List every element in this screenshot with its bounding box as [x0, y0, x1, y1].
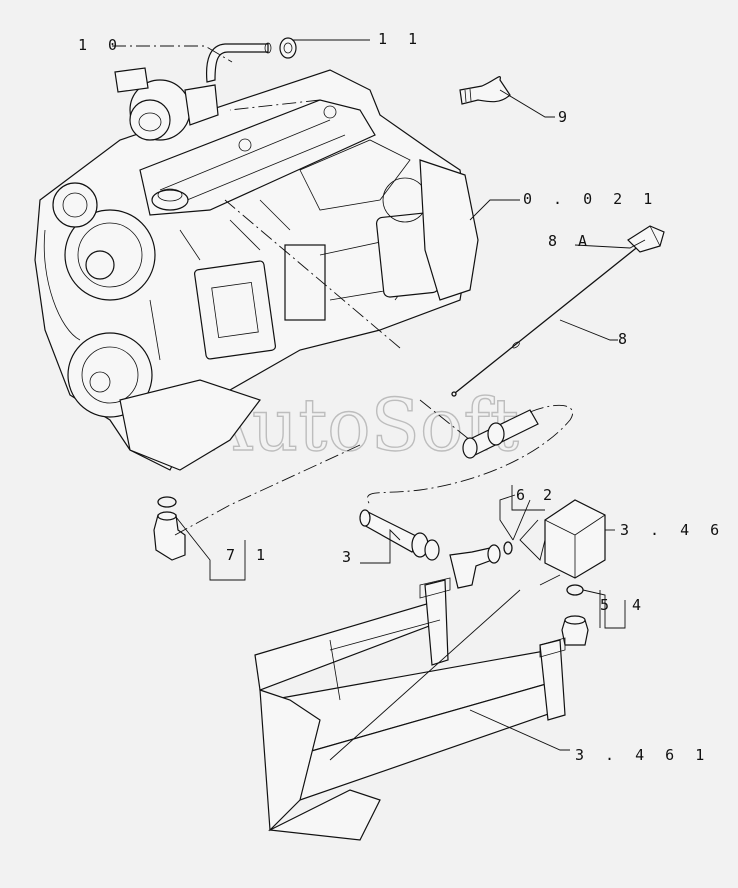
callout-2[interactable]: 2: [543, 486, 558, 504]
breather-hose-part-10[interactable]: [205, 42, 272, 83]
callout-3-461-upper[interactable]: 3 . 4 6 1: [620, 521, 738, 539]
callout-5[interactable]: 5: [600, 596, 615, 614]
callout-6[interactable]: 6: [516, 486, 531, 504]
engine-assembly[interactable]: [34, 67, 479, 471]
seal-ring-part-5[interactable]: [566, 584, 584, 596]
turbocharger: [114, 67, 219, 141]
oil-cooler-block-3-461[interactable]: [544, 499, 606, 579]
dipstick-part-8[interactable]: [451, 225, 665, 397]
callout-4[interactable]: 4: [632, 596, 647, 614]
seal-ring-part-6[interactable]: [503, 541, 513, 555]
elbow-fitting-part-9[interactable]: [459, 76, 511, 105]
leader-lines: [112, 39, 646, 761]
clamp-part-11[interactable]: [279, 37, 297, 59]
callout-7[interactable]: 7: [226, 546, 241, 564]
frame-rails: [254, 577, 566, 841]
callout-8a[interactable]: 8 A: [548, 232, 593, 250]
callout-0-021[interactable]: 0 . 0 2 1: [523, 190, 658, 208]
callout-10[interactable]: 1 0: [78, 36, 123, 54]
callout-11[interactable]: 1 1: [378, 30, 423, 48]
oil-pressure-fitting-part-1[interactable]: [153, 496, 186, 561]
callout-9[interactable]: 9: [558, 108, 573, 126]
elbow-fitting-part-2[interactable]: [449, 544, 501, 589]
callout-8[interactable]: 8: [618, 330, 633, 348]
hose-fitting-upper[interactable]: [462, 409, 539, 459]
drain-plug-part-4[interactable]: [561, 615, 589, 646]
pulley-set: [43, 182, 161, 418]
callout-1[interactable]: 1: [256, 546, 271, 564]
callout-3-461-lower[interactable]: 3 . 4 6 1: [575, 746, 710, 764]
pipe-part-3[interactable]: [359, 509, 440, 561]
callout-3[interactable]: 3: [342, 548, 357, 566]
